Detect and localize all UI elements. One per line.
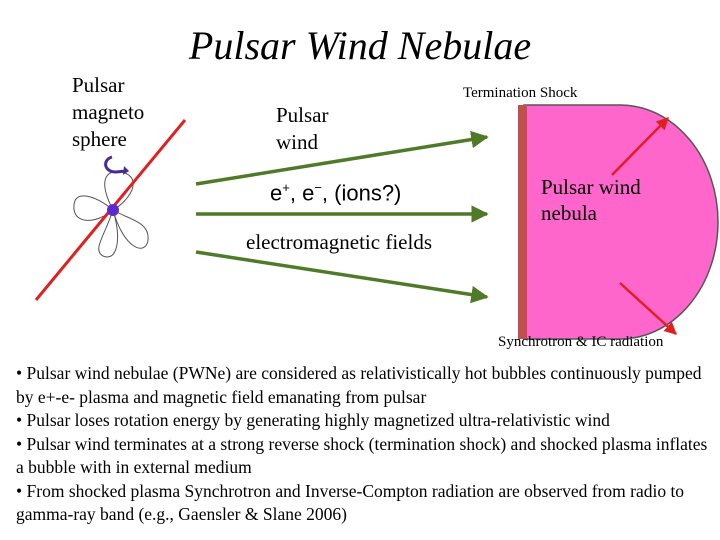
nebula-label-line: Pulsar wind	[541, 175, 641, 199]
particles-label-part: e	[270, 180, 283, 206]
bullet-mark: •	[16, 480, 23, 501]
bullet-list: • Pulsar wind nebulae (PWNe) are conside…	[16, 362, 716, 527]
pulsar-wind-label-line: wind	[276, 130, 318, 154]
bullet-mark: •	[16, 410, 23, 430]
bullet-item: • Pulsar wind terminates at a strong rev…	[16, 433, 716, 480]
slide-title: Pulsar Wind Nebulae	[188, 23, 532, 68]
rotation-arrow-icon	[104, 155, 127, 174]
rotation-arrowhead-icon	[123, 166, 129, 175]
bullet-item: • Pulsar loses rotation energy by genera…	[16, 409, 716, 433]
magnetosphere-label-line: magneto	[72, 100, 145, 124]
particles-label-part: +	[282, 180, 290, 195]
bullet-text: From shocked plasma Synchrotron and Inve…	[16, 480, 685, 525]
magnetosphere-label-line: sphere	[72, 127, 127, 151]
particles-label-part: , e	[289, 180, 315, 206]
bullet-item: • From shocked plasma Synchrotron and In…	[16, 480, 716, 527]
pulsar-wind-label: Pulsar wind	[276, 102, 329, 156]
particles-label: e+, e−, (ions?)	[270, 180, 401, 207]
termination-shock-bar	[518, 105, 527, 339]
pulsar-dot	[107, 204, 119, 216]
em-fields-label: electromagnetic fields	[246, 230, 432, 254]
bullet-text: Pulsar wind nebulae (PWNe) are considere…	[16, 363, 702, 407]
magnetosphere-label: Pulsar magneto sphere	[72, 72, 144, 153]
magnetosphere-lobes	[73, 171, 149, 258]
wind-arrow-bottom	[195, 250, 489, 304]
bullet-mark: •	[16, 363, 23, 383]
particles-label-part: −	[314, 180, 322, 195]
bullet-mark: •	[16, 433, 23, 454]
bullet-text: Pulsar wind terminates at a strong rever…	[16, 433, 708, 478]
radiation-arrow-bottom	[619, 282, 677, 335]
radiation-label: Synchrotron & IC radiation	[498, 334, 664, 350]
pulsar-wind-label-line: Pulsar	[276, 103, 329, 127]
wind-arrow-top	[195, 130, 489, 186]
nebula-bubble	[523, 104, 719, 340]
bullet-text: Pulsar loses rotation energy by generati…	[26, 410, 610, 430]
radiation-arrow-top	[611, 117, 669, 176]
termination-shock-label: Termination Shock	[463, 85, 578, 101]
magnetosphere-label-line: Pulsar	[72, 73, 125, 97]
nebula-label: Pulsar wind nebula	[541, 174, 641, 226]
particles-label-part: , (ions?)	[321, 180, 402, 206]
bullet-item: • Pulsar wind nebulae (PWNe) are conside…	[16, 362, 716, 409]
nebula-label-line: nebula	[541, 201, 597, 225]
